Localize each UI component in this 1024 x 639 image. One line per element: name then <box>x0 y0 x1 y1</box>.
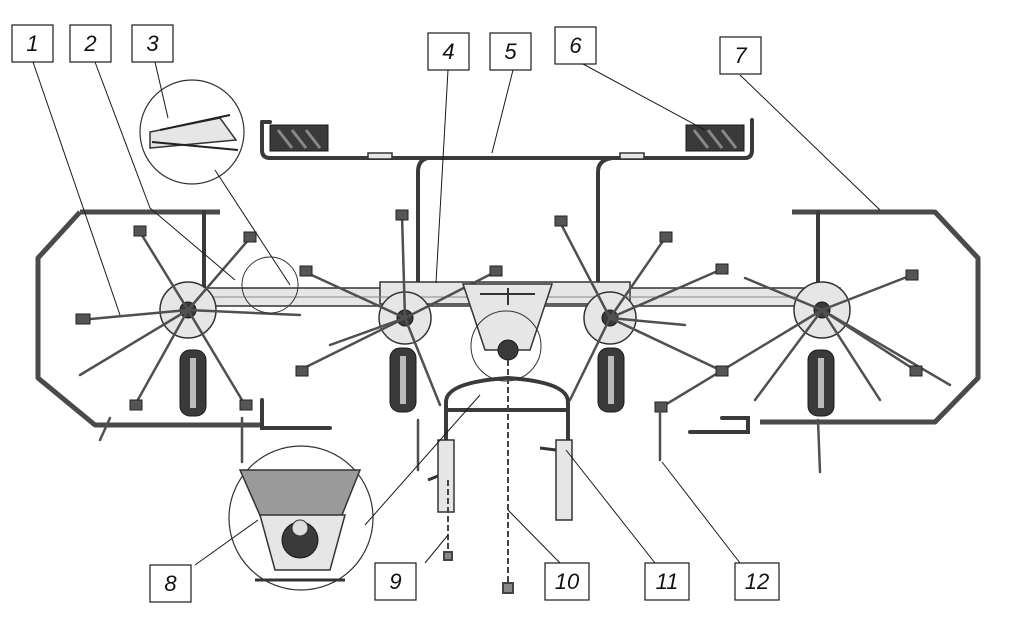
callout-12: 12 <box>734 562 780 601</box>
svg-text:8: 8 <box>164 571 177 596</box>
headstock <box>427 283 573 521</box>
leader-lines <box>32 61 881 566</box>
svg-text:2: 2 <box>83 31 96 56</box>
callout-7: 7 <box>719 36 762 75</box>
tine-clamps <box>75 209 923 413</box>
callout-11: 11 <box>644 562 690 601</box>
callout-4: 4 <box>427 32 470 71</box>
detail-circle-bottom <box>228 445 374 591</box>
svg-text:9: 9 <box>389 569 401 594</box>
callout-5: 5 <box>489 32 532 71</box>
callout-6: 6 <box>554 26 597 65</box>
callout-10: 10 <box>544 562 590 601</box>
svg-text:7: 7 <box>734 43 747 68</box>
svg-text:11: 11 <box>656 569 679 594</box>
svg-text:10: 10 <box>555 569 580 594</box>
svg-text:6: 6 <box>569 33 582 58</box>
stand-rods <box>98 408 822 474</box>
sign-bar <box>260 118 754 287</box>
svg-text:3: 3 <box>146 31 159 56</box>
chains <box>443 360 514 594</box>
svg-text:5: 5 <box>504 39 517 64</box>
callout-9: 9 <box>374 562 417 601</box>
callout-8: 8 <box>149 564 192 603</box>
svg-text:4: 4 <box>442 39 454 64</box>
callout-1: 1 <box>11 24 54 63</box>
svg-text:1: 1 <box>26 31 38 56</box>
callout-3: 3 <box>131 24 174 63</box>
left-guard-frame <box>35 209 332 430</box>
detail-circle-top <box>139 79 245 185</box>
detail-marker-tine <box>241 256 299 314</box>
detail-marker-hitch <box>470 310 542 382</box>
wheels <box>179 347 835 417</box>
svg-text:12: 12 <box>745 569 769 594</box>
tine-arms <box>78 213 952 410</box>
callout-2: 2 <box>69 24 112 63</box>
